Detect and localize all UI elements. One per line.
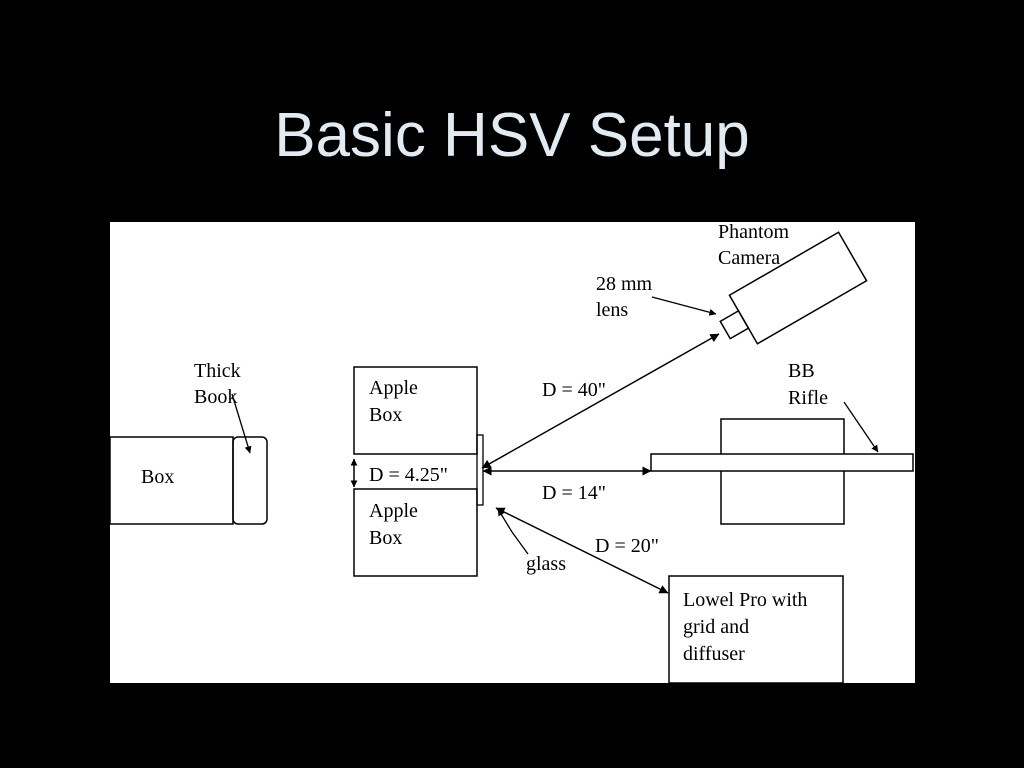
thick-book-pointer bbox=[231, 393, 252, 454]
slide-title: Basic HSV Setup bbox=[274, 101, 750, 170]
light-distance-arrow bbox=[495, 507, 669, 594]
phantom-camera-label: Phantom Camera bbox=[718, 222, 794, 269]
glass-pointer bbox=[511, 531, 529, 555]
camera-lens-shape bbox=[719, 309, 750, 340]
lens-label: 28 mm lens bbox=[596, 273, 657, 321]
thick-book-shape bbox=[232, 436, 268, 525]
apple-box-top-shape bbox=[353, 366, 478, 455]
bb-rifle-label: BB Rifle bbox=[788, 360, 828, 409]
rifle-distance-label: D = 14" bbox=[542, 482, 606, 504]
camera-distance-arrow bbox=[481, 333, 720, 469]
lowel-pro-light-box bbox=[668, 575, 844, 683]
thick-book-label: Thick Book bbox=[194, 360, 246, 408]
lens-pointer bbox=[651, 296, 717, 316]
glass-pane bbox=[476, 434, 484, 506]
light-distance-label: D = 20" bbox=[595, 535, 659, 557]
apple-box-bottom-shape bbox=[353, 488, 478, 577]
bb-rifle-barrel bbox=[650, 453, 914, 472]
phantom-camera bbox=[719, 231, 868, 345]
gap-distance-label: D = 4.25" bbox=[369, 464, 448, 486]
bb-rifle-pointer bbox=[843, 401, 879, 453]
apple-box-top-label: Apple Box bbox=[369, 377, 423, 426]
apple-box-bottom-label: Apple Box bbox=[369, 500, 423, 549]
glass-label: glass bbox=[526, 553, 566, 575]
camera-distance-label: D = 40" bbox=[542, 379, 606, 401]
lowel-pro-light-label: Lowel Pro with grid and diffuser bbox=[683, 589, 812, 665]
box-label: Box bbox=[141, 466, 174, 488]
hsv-setup-diagram: Box Thick Book Apple Box Apple Box D = 4… bbox=[110, 222, 915, 683]
